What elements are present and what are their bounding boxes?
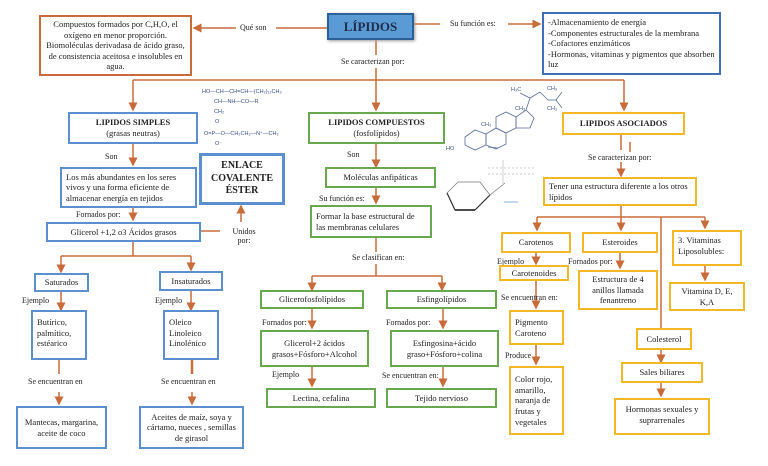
saturados-box: Saturados (34, 273, 89, 292)
label-se-encuentran: Se encuentran en (28, 377, 83, 386)
insaturados-examples-box: Oleico Linoleico Linolénico (163, 310, 219, 360)
simples-subtitle: (grasas neutras) (106, 128, 160, 138)
chem-line: O=P—O—CH₂CH₂—N⁺—CH₃ (204, 131, 279, 137)
asociados-desc-box: Tener una estructura diferente a los otr… (543, 177, 697, 206)
chem-line: HO—CH—CH=CH—(CH₂)₁₂CH₃ (202, 89, 282, 95)
hormonas-box: Hormonas sexuales y suprarrenales (614, 398, 710, 435)
glicero-example-box: Lectina, cefalina (266, 388, 376, 408)
label-ejemplo: Ejemplo (497, 257, 525, 266)
definition-box: Compuestos formados por C,H,O, el oxígen… (39, 15, 192, 76)
simples-title: LIPIDOS SIMPLES (95, 117, 171, 128)
label-formados: Fornados por: (568, 257, 613, 266)
chem-line: CH—NH—CO—R (214, 99, 259, 105)
chem-label: CH₃ (547, 106, 558, 112)
glicerofosfolipidos-box: Glicerofosfolípidos (260, 290, 364, 309)
label-formados: Fornados por: (76, 210, 121, 219)
carotenos-box: Carotenos (501, 232, 571, 253)
label-su-funcion: Su función es: (450, 19, 496, 28)
label-se-encuentran: Se encuentran en: (382, 371, 439, 380)
cholesterol-structure (464, 91, 563, 151)
label-se-caracterizan: Se caracterizan por: (341, 57, 405, 66)
function-item: -Almacenamiento de energía (548, 16, 647, 27)
simples-title-box: LIPIDOS SIMPLES (grasas neutras) (68, 112, 198, 144)
esteroides-box: Esteroides (582, 232, 658, 253)
label-formados: Fornados por: (386, 318, 431, 327)
sales-biliares-box: Sales biliares (621, 362, 703, 383)
chem-line: CH₂ (214, 109, 225, 115)
chem-label: CH₃ (547, 86, 558, 92)
insaturados-box: Insaturados (159, 271, 223, 291)
simples-desc-box: Los más abundantes en los seres vivos y … (60, 167, 197, 208)
label-su-funcion: Su función es: (319, 194, 365, 203)
function-item: -Cofactores enzimáticos (548, 38, 631, 49)
compuestos-title: LIPIDOS COMPUESTOS (328, 117, 425, 128)
label-son: Son (347, 150, 360, 159)
function-item: -Hormonas, vitaminas y pigmentos que abs… (548, 48, 715, 70)
label-produce: Produce (505, 351, 532, 360)
esfingolipidos-box: Esfingolípidos (386, 290, 497, 309)
asociados-title-box: LIPIDOS ASOCIADOS (562, 112, 685, 135)
compuestos-title-box: LIPIDOS COMPUESTOS (fosfolípidos) (308, 112, 445, 144)
label-se-encuentran: Se encuentran en (161, 377, 216, 386)
main-title: LÍPIDOS (327, 13, 414, 40)
insaturados-found-box: Aceites de maíz, soya y cártamo, nueces … (139, 406, 244, 449)
glicero-composition-box: Glicerol+2 ácidos grasos+Fósforo+Alcohol (260, 330, 369, 367)
vitaminas-list-box: Vitamina D, E, K,A (669, 282, 745, 311)
fenantreno-box: Estructura de 4 anillos llamada fenantre… (578, 270, 658, 310)
colesterol-box: Colesterol (636, 328, 692, 350)
enlace-box: ENLACE COVALENTE ÉSTER (199, 153, 285, 205)
label-ejemplo: Ejemplo (272, 370, 300, 379)
chem-label: H₃C (511, 87, 522, 93)
label-son: Son (105, 152, 118, 161)
esfingo-composition-box: Esfingosina+ácido graso+Fósforo+colina (390, 330, 499, 367)
saturados-found-box: Mantecas, margarina, aceite de coco (16, 406, 107, 449)
function-item: -Componentes estructurales de la membran… (548, 27, 700, 38)
chem-label: CH₃ (515, 106, 526, 112)
functions-box: -Almacenamiento de energía -Componentes … (542, 12, 721, 75)
compuestos-subtitle: (fosfolípidos) (353, 128, 400, 138)
chem-line: O⁻ (215, 141, 223, 147)
label-ejemplo: Ejemplo (155, 296, 183, 305)
compuestos-function-box: Formar la base estructural de las membra… (310, 205, 432, 238)
chem-label: HO (446, 146, 455, 152)
sugar-ring-structure (446, 160, 535, 211)
pigmento-box: Pigmento Caroteno (509, 310, 564, 345)
label-se-caracterizan: Se caracterizan por: (588, 153, 652, 162)
chem-line: O (215, 119, 220, 125)
label-formados: Fornados por: (262, 318, 307, 327)
label-unidos: Unidos por: (232, 227, 256, 245)
label-se-encuentran: Se encuentran en: (501, 293, 558, 302)
label-que-son: Qué son (240, 23, 267, 32)
vitaminas-box: 3. Vitaminas Liposolubles: (672, 230, 742, 266)
label-se-clasifican: Se clasifican en: (352, 253, 405, 262)
saturados-examples-box: Butírico, palmítico, estéarico (31, 310, 87, 360)
chem-label: CH₃ (481, 122, 492, 128)
color-result-box: Color rojo, amarillo, naranja de frutas … (509, 366, 564, 435)
carotenoides-box: Carotenoides (499, 265, 569, 281)
simples-composition-box: Glicerol +1,2 o3 Ácidos grasos (46, 222, 201, 242)
compuestos-desc-box: Moléculas anfipáticas (325, 167, 436, 188)
esfingo-found-box: Tejido nervioso (386, 388, 497, 408)
label-ejemplo: Ejemplo (22, 296, 50, 305)
